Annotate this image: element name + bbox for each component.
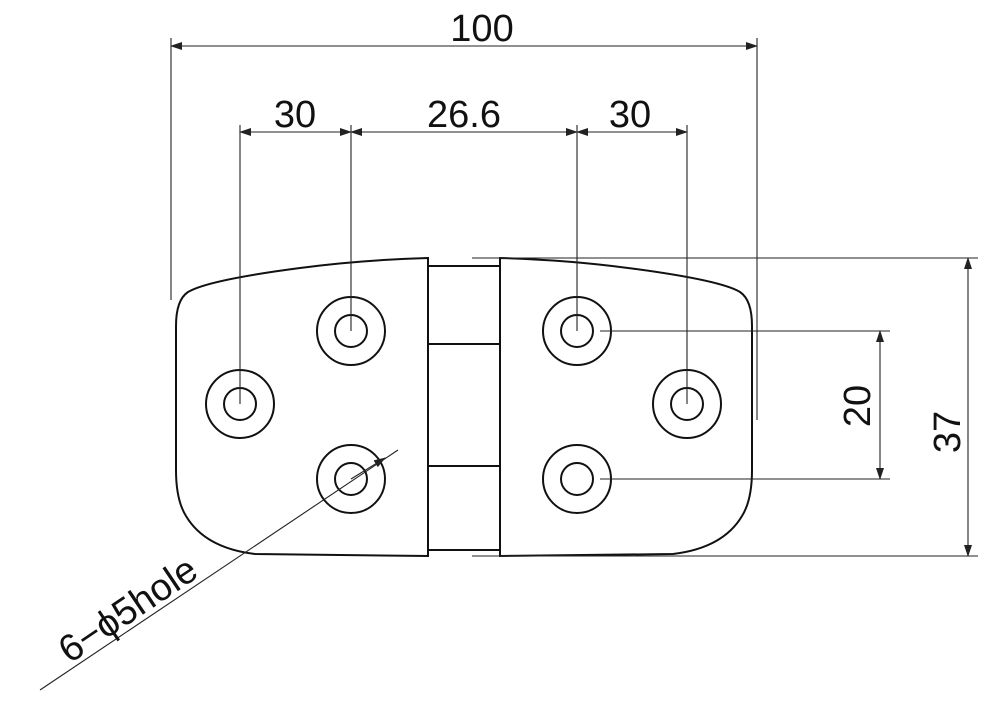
dimension-hole-vertical: 20	[837, 330, 884, 480]
dim-label-overall-width: 100	[450, 8, 513, 50]
knuckle-middle	[427, 343, 501, 467]
dimension-center-spacing: 26.6	[350, 94, 578, 136]
hole-callout-label: 6−ϕ5hole	[51, 549, 205, 672]
dim-label-hole-vertical: 20	[837, 385, 879, 427]
dimension-overall-height: 37	[927, 257, 972, 557]
knuckle-upper	[427, 265, 501, 345]
dim-label-right-spacing: 30	[609, 94, 651, 136]
dimension-overall-width: 100	[170, 8, 758, 50]
dim-label-center-spacing: 26.6	[427, 94, 501, 136]
extension-lines	[170, 38, 978, 557]
knuckle-lower	[427, 465, 501, 551]
dimension-right-spacing: 30	[576, 94, 688, 136]
dim-label-left-spacing: 30	[274, 94, 316, 136]
dimension-left-spacing: 30	[239, 94, 352, 136]
dim-label-overall-height: 37	[927, 411, 969, 453]
